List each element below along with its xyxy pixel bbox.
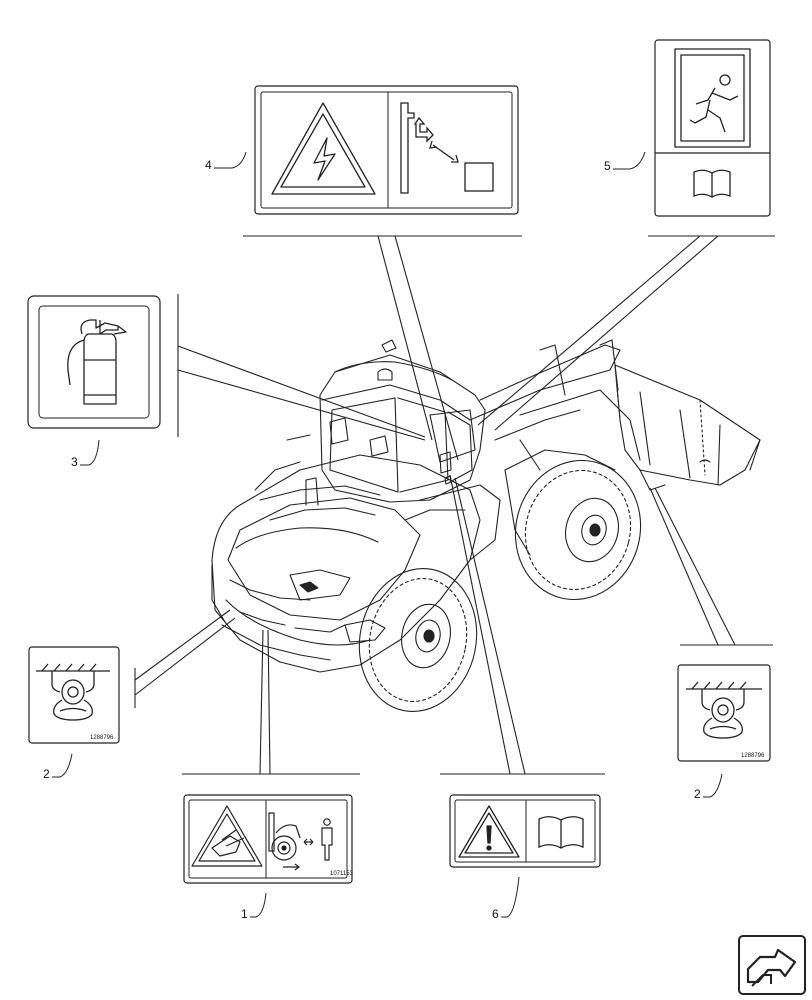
fire-extinguisher-icon xyxy=(67,319,127,405)
callout-number: 4 xyxy=(205,158,212,172)
overhead-line-clearance-icon xyxy=(400,102,494,194)
callout-2-left: 2 xyxy=(43,753,73,781)
decal-2-left: 1288796 xyxy=(28,646,120,744)
callout-2-right: 2 xyxy=(694,773,723,801)
emergency-exit-icon xyxy=(674,48,751,148)
decal-4 xyxy=(254,85,519,215)
callout-5: 5 xyxy=(604,151,646,173)
decal-2-right: 1288796 xyxy=(677,664,771,762)
callout-3: 3 xyxy=(71,439,100,469)
callout-number: 3 xyxy=(71,455,78,469)
leader-lines xyxy=(134,235,775,775)
callout-number: 2 xyxy=(694,787,701,801)
lifting-hook-point-icon xyxy=(686,681,762,739)
callout-4: 4 xyxy=(205,151,247,172)
decal-code: 1288796 xyxy=(741,753,765,759)
crush-hazard-warning-icon xyxy=(191,805,263,867)
lifting-hook-point-icon xyxy=(36,663,110,721)
decal-code: 1071153 xyxy=(330,871,354,877)
callout-number: 6 xyxy=(492,907,499,921)
callout-6: 6 xyxy=(492,876,520,921)
callout-number: 5 xyxy=(604,159,611,173)
next-page-arrow-icon[interactable] xyxy=(738,935,806,995)
decal-3 xyxy=(27,295,161,429)
decal-5 xyxy=(654,39,771,217)
operator-manual-icon xyxy=(538,816,584,849)
callout-number: 1 xyxy=(241,907,248,921)
callout-number: 2 xyxy=(43,767,50,781)
operator-manual-icon xyxy=(693,169,731,198)
articulation-keep-clear-icon xyxy=(268,812,333,871)
general-warning-icon xyxy=(458,805,520,858)
high-voltage-warning-icon xyxy=(271,102,376,195)
decal-1: 1071153 xyxy=(183,794,354,884)
decal-6 xyxy=(449,794,601,868)
callout-1: 1 xyxy=(241,892,267,921)
wheel-loader-drawing xyxy=(211,339,761,713)
decal-code: 1288796 xyxy=(90,735,114,741)
